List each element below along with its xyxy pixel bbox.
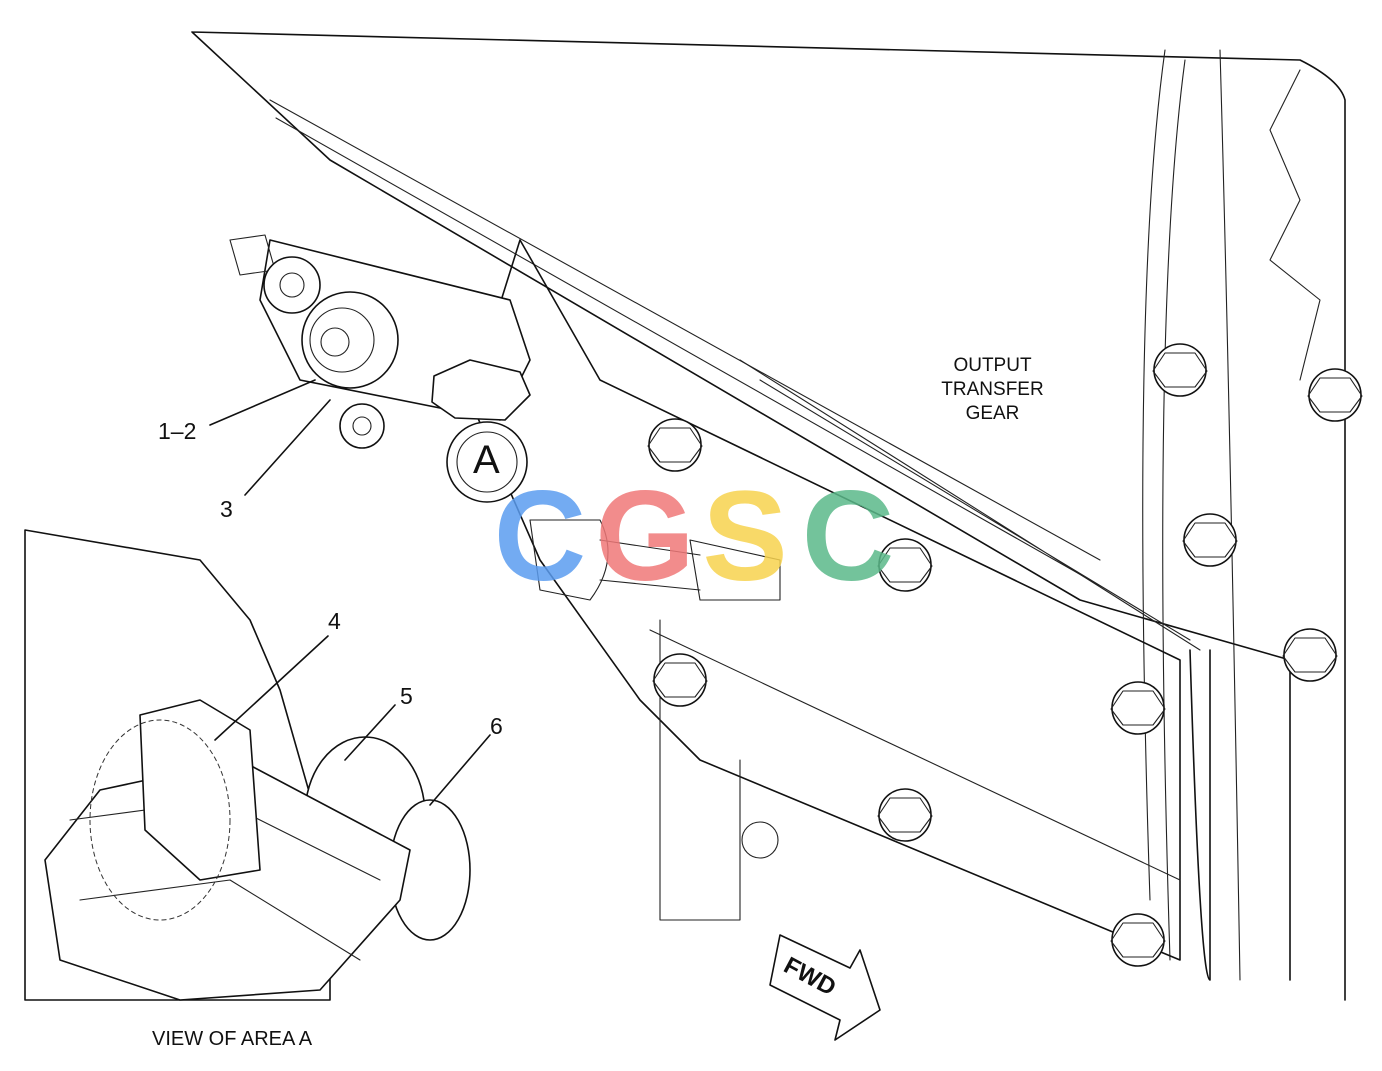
watermark-letter: G [595,465,695,608]
callout-6: 6 [490,713,503,739]
watermark-letter: C [494,465,586,608]
view-caption: VIEW OF AREA A [152,1028,313,1050]
detail-connector [44,699,471,1001]
bolts [647,343,1363,967]
area-marker-a: A [473,438,500,482]
region-label-line-1: OUTPUT [953,355,1032,376]
fwd-arrow [769,934,881,1041]
callout-1-2: 1–2 [158,418,197,444]
watermark-letter: S [702,465,787,608]
speed-sensor [301,291,399,389]
watermark-letter: C [802,465,894,608]
region-label: OUTPUT TRANSFER GEAR [920,354,1065,426]
region-label-line-3: GEAR [965,403,1020,424]
connector [431,359,531,421]
leader-lines [209,379,491,806]
region-label-line-2: TRANSFER [941,379,1044,400]
area-a-circle [446,421,528,503]
callout-4: 4 [328,608,341,634]
housing-outline [191,31,1346,1001]
callout-3: 3 [220,496,233,522]
callout-5: 5 [400,683,413,709]
